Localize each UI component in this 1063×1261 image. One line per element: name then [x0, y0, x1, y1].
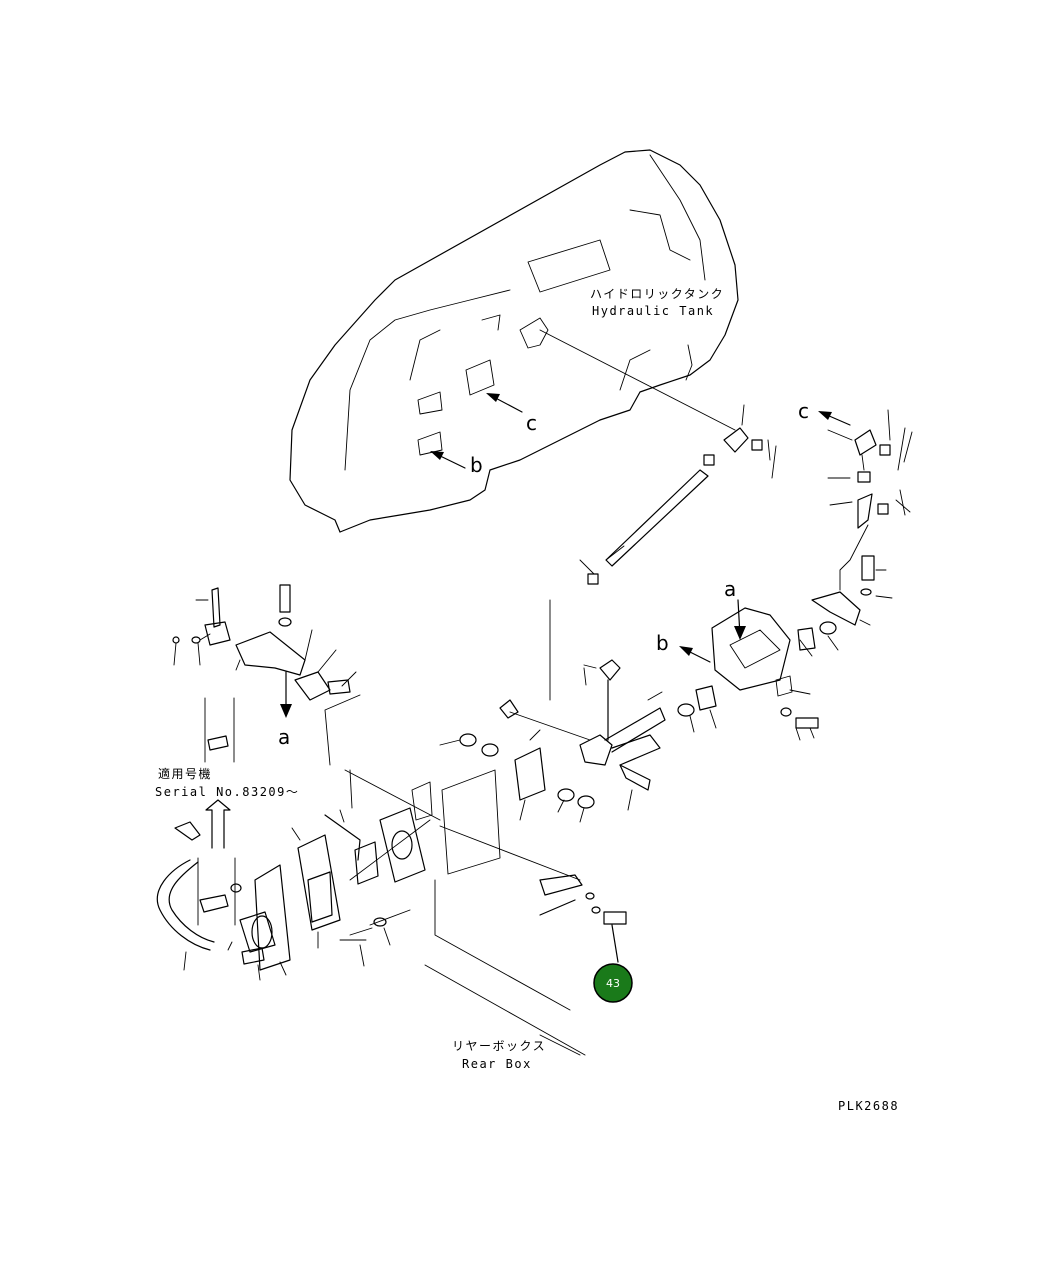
right-part-stack	[811, 409, 913, 626]
left-linkage	[172, 584, 357, 718]
tank-label-en: Hydraulic Tank	[592, 304, 714, 318]
tank-label-jp: ハイドロリックタンク	[590, 287, 724, 301]
view-letter-a-left: a	[278, 725, 290, 749]
drawing-code: PLK2688	[838, 1099, 899, 1113]
serial-label-jp: 適用号機	[158, 766, 212, 781]
view-letter-b-tank: b	[470, 453, 483, 477]
arrow-c-tank	[486, 393, 523, 413]
view-letter-b-right: b	[656, 631, 669, 655]
serial-box	[197, 697, 236, 926]
arrow-b	[430, 451, 466, 469]
callout-43-circle[interactable]	[593, 963, 633, 1003]
rear-box-frame	[324, 599, 586, 1056]
upper-linkage	[579, 404, 777, 585]
center-bracket	[677, 599, 839, 741]
serial-label-en: Serial No.83209～	[155, 785, 299, 799]
view-letter-c-right: c	[798, 399, 809, 423]
left-pipe	[156, 821, 265, 981]
rear-box-label-jp: リヤーボックス	[452, 1039, 546, 1053]
rear-box-leader	[539, 1034, 581, 1056]
view-letter-a-right: a	[724, 577, 736, 601]
view-letter-c-tank: c	[526, 411, 537, 435]
callout-43-number[interactable]: 43	[606, 977, 620, 990]
tank-link-line	[539, 329, 736, 431]
center-shaft	[439, 659, 666, 963]
mounting-plates	[239, 769, 501, 976]
hydraulic-tank-outline	[289, 149, 739, 533]
rear-box-label-en: Rear Box	[462, 1057, 532, 1071]
callout-43[interactable]: 43	[593, 963, 633, 1003]
tank-brackets	[417, 314, 549, 456]
